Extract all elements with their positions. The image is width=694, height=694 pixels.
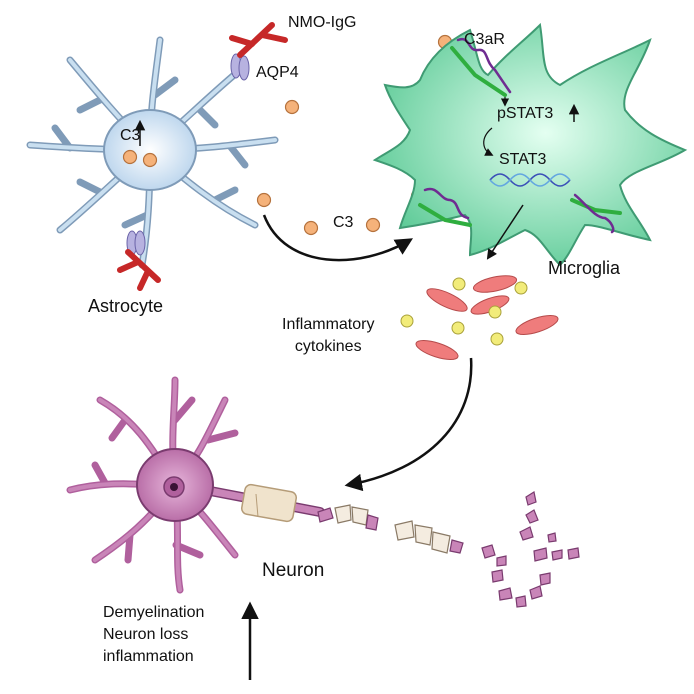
outcome-neuron-loss: Neuron loss <box>103 626 189 643</box>
outcome-demyelination: Demyelination <box>103 604 205 621</box>
microglia-to-cytokines-arrow <box>486 204 524 260</box>
nmo-igg-antibody-bottom <box>117 249 161 291</box>
outcome-inflammation: inflammation <box>103 648 194 665</box>
inflammatory-cytokines-line-2: cytokines <box>294 338 362 355</box>
aqp4-channel-top <box>230 53 250 81</box>
myelin-sheath <box>240 483 298 523</box>
degraded-axon-fragments <box>317 491 580 608</box>
c3ar-receptor-right <box>570 193 622 234</box>
outcomes-label: Demyelination Neuron loss inflammation <box>103 602 204 668</box>
astrocyte-to-microglia-arrow <box>262 214 414 262</box>
pstat3-to-stat3-arrow <box>483 127 494 156</box>
c3ar-label: C3aR <box>464 31 505 48</box>
dna-helix <box>489 173 571 187</box>
stat3-label: STAT3 <box>499 151 547 168</box>
c3ar-receptor-top <box>450 37 512 97</box>
microglia-label: Microglia <box>548 258 621 278</box>
microglia-cell <box>372 22 688 267</box>
inflammatory-cytokines-label: Inflammatory cytokines <box>282 314 374 358</box>
aqp4-label: AQP4 <box>256 64 299 81</box>
c3-inside-label: C3 <box>120 127 141 144</box>
c3-particles <box>122 34 453 236</box>
cytokines-to-neuron-arrow <box>344 357 473 492</box>
astrocyte-label: Astrocyte <box>88 296 164 316</box>
pstat3-label: pSTAT3 <box>497 105 554 122</box>
nmo-igg-antibody-top <box>229 22 288 58</box>
c3-between-label: C3 <box>333 214 354 231</box>
nmo-igg-label: NMO-IgG <box>288 14 357 31</box>
inflammatory-cytokines <box>400 275 559 361</box>
c3ar-receptor-left <box>418 187 472 227</box>
inflammatory-cytokines-line-1: Inflammatory <box>282 316 375 333</box>
neuron-cell <box>66 376 325 594</box>
neuron-label: Neuron <box>262 560 325 581</box>
